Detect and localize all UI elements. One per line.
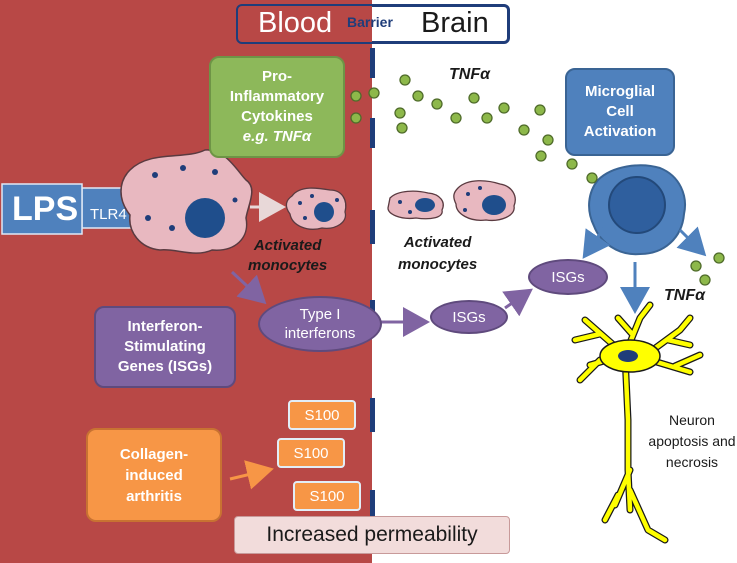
- s100-box-3: S100: [293, 481, 361, 511]
- arrow-isgs-to-isgs: [502, 288, 533, 317]
- type1-line-1: Type I: [299, 306, 341, 323]
- increased-permeability-box: Increased permeability: [234, 516, 510, 554]
- arrow-microglia-to-isgs: [582, 227, 611, 259]
- collagen-arthritis-box: Collagen- induced arthritis: [86, 428, 222, 522]
- isgs-oval-right: ISGs: [528, 259, 608, 295]
- pro-inflammatory-box: Pro- Inflammatory Cytokines e.g. TNFα: [209, 56, 345, 158]
- activated-monocytes-right: Activated monocytes: [398, 232, 477, 276]
- neuron-line-1: Neuron: [669, 412, 715, 428]
- barrier-line: [370, 48, 375, 524]
- pro-inflammatory-line-2: Inflammatory: [229, 88, 325, 105]
- neuron-line-2: apoptosis and: [648, 433, 736, 449]
- pro-inflammatory-line-3: Cytokines: [241, 108, 313, 125]
- isgs-oval-mid: ISGs: [430, 300, 508, 334]
- lps-box-shape: [1, 183, 83, 235]
- s100-box-1: S100: [288, 400, 356, 430]
- pro-inflammatory-line-1: Pro-: [262, 68, 292, 85]
- neuron-label: Neuron apoptosis and necrosis: [648, 410, 736, 473]
- tlr4-label: TLR4: [90, 206, 127, 223]
- tnf-label-right: TNFα: [664, 287, 706, 304]
- neuron-fill: [572, 302, 703, 543]
- type1-interferons-oval: Type I interferons: [258, 296, 382, 352]
- neuron-line-3: necrosis: [665, 454, 719, 470]
- microglial-line-1: Microglial: [584, 83, 655, 100]
- arrow-to-type1: [230, 270, 267, 305]
- neuron-nucleus: [618, 350, 638, 362]
- activated-monocytes-left-line-1: Activated: [253, 237, 322, 254]
- header-blood: Blood: [258, 7, 333, 39]
- tnf-dots: [350, 74, 725, 286]
- s100-box-2: S100: [277, 438, 345, 468]
- microglial-line-3: Activation: [583, 123, 657, 140]
- tnf-label-top: TNFα: [449, 66, 491, 83]
- header-barrier: Barrier: [347, 14, 393, 30]
- microglial-cell: [588, 164, 686, 256]
- large-monocyte: [120, 149, 253, 254]
- isg-genes-box: Interferon- Stimulating Genes (ISGs): [94, 306, 236, 388]
- activated-monocyte-blood: [285, 187, 347, 230]
- activated-monocyte-brain-2: [453, 180, 516, 222]
- type1-line-2: interferons: [284, 325, 356, 342]
- activated-monocytes-right-line-2: monocytes: [398, 256, 478, 273]
- collagen-line-3: arthritis: [126, 487, 182, 505]
- arrow-arthritis-to-s100: [229, 460, 274, 490]
- collagen-line-2: induced: [125, 466, 183, 484]
- pro-inflammatory-example: e.g. TNFα: [242, 128, 312, 145]
- collagen-line-1: Collagen-: [119, 445, 189, 463]
- header-blood-bg: [238, 6, 372, 42]
- header-brain: Brain: [421, 7, 489, 39]
- isg-genes-line-1: Interferon-: [127, 318, 203, 335]
- activated-monocyte-brain-1: [387, 190, 444, 220]
- activated-monocytes-right-line-1: Activated: [403, 234, 472, 251]
- lps-label: LPS: [12, 190, 79, 228]
- activated-monocytes-left: Activated monocytes: [248, 236, 327, 276]
- arrow-microglia-to-tnf: [676, 226, 707, 257]
- activated-monocytes-left-line-2: monocytes: [248, 257, 328, 274]
- microglial-activation-box: Microglial Cell Activation: [565, 68, 675, 156]
- isg-genes-line-2: Stimulating: [124, 338, 206, 355]
- microglial-line-2: Cell: [606, 103, 634, 120]
- isg-genes-line-3: Genes (ISGs): [117, 358, 213, 375]
